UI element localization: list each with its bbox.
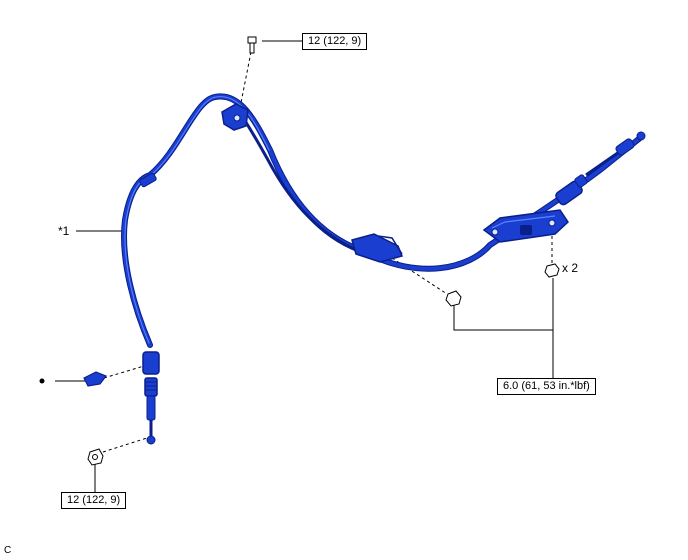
torque-label-right: 6.0 (61, 53 in.*lbf) bbox=[497, 378, 596, 395]
leader-lines bbox=[55, 40, 554, 492]
cable-end-shifter bbox=[142, 351, 160, 445]
cable-end-transmission bbox=[555, 131, 646, 206]
torque-label-top: 12 (122, 9) bbox=[302, 33, 368, 50]
torque-label-bottom: 12 (122, 9) bbox=[61, 492, 127, 509]
middle-clamp-bracket bbox=[351, 233, 404, 263]
bottom-nut-icon bbox=[87, 448, 104, 466]
cable-grommet bbox=[139, 172, 157, 188]
middle-nut-icon bbox=[445, 290, 462, 307]
top-bolt-icon bbox=[247, 36, 257, 54]
corner-code: C bbox=[4, 545, 12, 556]
retaining-clip bbox=[83, 371, 107, 387]
upper-clamp-bracket bbox=[221, 103, 249, 131]
right-nut-icon bbox=[544, 263, 560, 278]
part-callout-star1: *1 bbox=[58, 224, 70, 238]
cable-mount-plate bbox=[482, 209, 569, 243]
quantity-label: x 2 bbox=[562, 261, 579, 275]
reuse-marker-dot bbox=[39, 378, 45, 384]
